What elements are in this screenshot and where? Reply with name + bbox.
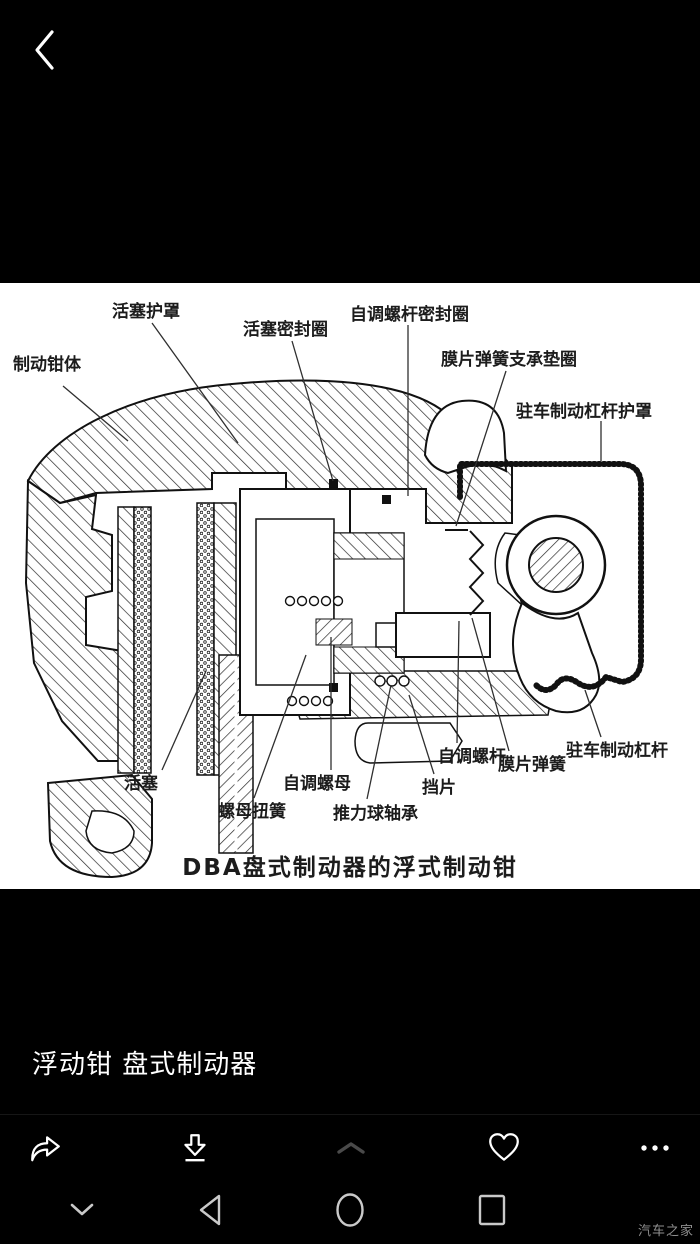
system-navbar [0, 1180, 700, 1244]
collapse-button[interactable] [316, 1115, 386, 1181]
chevron-down-icon [70, 1203, 94, 1216]
label-nut-torsion-spring: 螺母扭簧 [218, 801, 286, 822]
chevron-left-icon [35, 30, 54, 70]
nav-back-button[interactable] [165, 1180, 255, 1240]
leader-lines [62, 322, 602, 800]
label-piston-seal: 活塞密封圈 [243, 319, 328, 340]
nav-recents-button[interactable] [447, 1180, 537, 1240]
label-diaphragm-spring: 膜片弹簧 [498, 754, 566, 775]
label-adjust-screw-seal: 自调螺杆密封圈 [350, 304, 469, 325]
label-stop-plate: 挡片 [422, 777, 456, 798]
label-adjust-nut: 自调螺母 [283, 773, 351, 794]
more-button[interactable] [620, 1115, 690, 1181]
piston-mechanism-shape [239, 479, 491, 716]
triangle-left-icon [199, 1194, 221, 1226]
square-icon [478, 1194, 506, 1226]
share-button[interactable] [10, 1115, 80, 1181]
label-parking-lever: 驻车制动杠杆 [566, 740, 668, 761]
lever-boot-shape [457, 461, 644, 693]
heart-icon [489, 1133, 519, 1161]
favorite-button[interactable] [469, 1115, 539, 1181]
label-piston-boot: 活塞护罩 [112, 301, 180, 322]
nav-home-button[interactable] [305, 1180, 395, 1240]
download-button[interactable] [160, 1115, 230, 1181]
label-caliper-body: 制动钳体 [13, 354, 82, 375]
label-thrust-bearing: 推力球轴承 [333, 803, 418, 824]
hide-panel-button[interactable] [37, 1180, 127, 1240]
label-parking-lever-boot: 驻车制动杠杆护罩 [516, 401, 652, 422]
bottom-bracket-shape [285, 670, 557, 764]
brake-caliper-diagram: 制动钳体 活塞护罩 活塞密封圈 自调螺杆密封圈 膜片弹簧支承垫圈 驻车制动杠杆护… [0, 283, 700, 889]
caliper-body-shape [24, 379, 513, 879]
action-toolbar [0, 1114, 700, 1181]
share-icon [31, 1136, 60, 1162]
image-caption: 浮动钳 盘式制动器 [32, 1050, 258, 1080]
brake-pads-shape [117, 502, 254, 854]
back-button[interactable] [22, 26, 66, 74]
circle-icon [336, 1193, 364, 1227]
figure-image[interactable]: 制动钳体 活塞护罩 活塞密封圈 自调螺杆密封圈 膜片弹簧支承垫圈 驻车制动杠杆护… [0, 283, 700, 889]
ellipsis-icon [641, 1145, 669, 1151]
figure-title: DBA盘式制动器的浮式制动钳 [182, 854, 517, 881]
label-adjust-screw: 自调螺杆 [438, 746, 506, 767]
label-piston: 活塞 [124, 773, 159, 794]
chevron-up-icon [337, 1142, 365, 1154]
download-icon [184, 1134, 206, 1162]
watermark: 汽车之家 [637, 1224, 694, 1239]
label-diaphragm-spring-washer: 膜片弹簧支承垫圈 [441, 349, 577, 370]
